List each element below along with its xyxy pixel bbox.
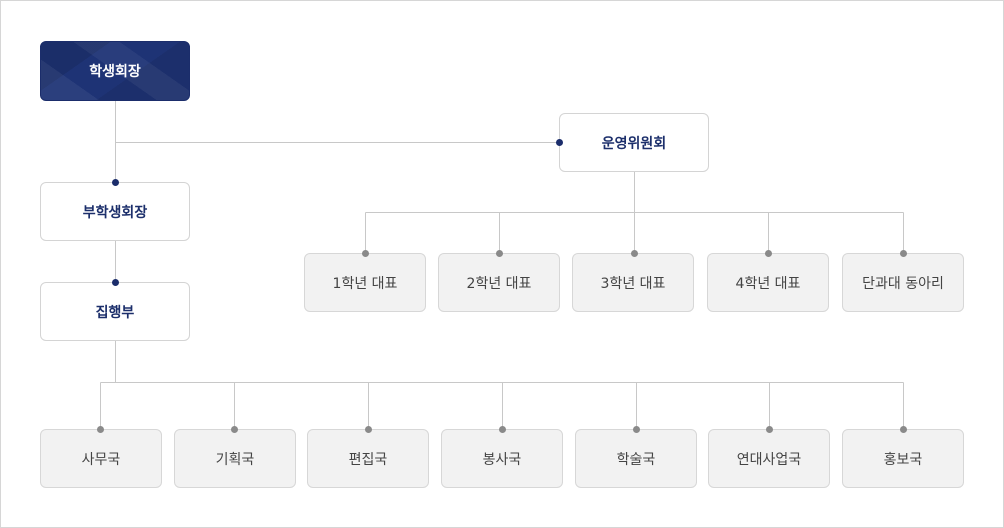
committee-member-label: 4학년 대표 bbox=[735, 275, 801, 292]
vice-president-label: 부학생회장 bbox=[82, 204, 148, 221]
committee-member-box: 2학년 대표 bbox=[438, 253, 560, 312]
committee-member-label: 3학년 대표 bbox=[600, 275, 666, 292]
committee-member-label: 1학년 대표 bbox=[332, 275, 398, 292]
committee-member-label: 2학년 대표 bbox=[466, 275, 532, 292]
president-box: 학생회장 bbox=[40, 41, 190, 101]
bureau-label: 학술국 bbox=[616, 451, 656, 468]
bureau-box: 기획국 bbox=[174, 429, 296, 488]
bureau-label: 연대사업국 bbox=[736, 451, 802, 468]
connector-dot bbox=[900, 426, 907, 433]
connector-dot bbox=[765, 250, 772, 257]
connector-dot bbox=[633, 426, 640, 433]
committee-member-label: 단과대 동아리 bbox=[862, 275, 944, 292]
connector-dot bbox=[496, 250, 503, 257]
connector-dot bbox=[900, 250, 907, 257]
bureau-box: 학술국 bbox=[575, 429, 697, 488]
connector-dot bbox=[556, 139, 563, 146]
committee-member-box: 4학년 대표 bbox=[707, 253, 829, 312]
bureau-box: 홍보국 bbox=[842, 429, 964, 488]
bureau-box: 봉사국 bbox=[441, 429, 563, 488]
connector-dot bbox=[499, 426, 506, 433]
bureau-box: 사무국 bbox=[40, 429, 162, 488]
president-label: 학생회장 bbox=[89, 64, 141, 80]
bureau-box: 연대사업국 bbox=[708, 429, 830, 488]
committee-member-box: 1학년 대표 bbox=[304, 253, 426, 312]
connector-dot bbox=[231, 426, 238, 433]
connector-dot bbox=[766, 426, 773, 433]
connector-dot bbox=[112, 279, 119, 286]
executive-department-box: 집행부 bbox=[40, 282, 190, 341]
committee-member-box: 3학년 대표 bbox=[572, 253, 694, 312]
vice-president-box: 부학생회장 bbox=[40, 182, 190, 241]
bureau-label: 기획국 bbox=[215, 451, 255, 468]
connector-dot bbox=[365, 426, 372, 433]
bureau-label: 편집국 bbox=[348, 451, 388, 468]
bureau-label: 봉사국 bbox=[482, 451, 522, 468]
connector-dot bbox=[362, 250, 369, 257]
committee-member-box: 단과대 동아리 bbox=[842, 253, 964, 312]
connector-dot bbox=[97, 426, 104, 433]
bureau-label: 홍보국 bbox=[883, 451, 923, 468]
connector-dot bbox=[112, 179, 119, 186]
steering-committee-box: 운영위원회 bbox=[559, 113, 709, 172]
bureau-label: 사무국 bbox=[81, 451, 121, 468]
connector-dot bbox=[631, 250, 638, 257]
bureau-box: 편집국 bbox=[307, 429, 429, 488]
executive-department-label: 집행부 bbox=[95, 304, 135, 321]
steering-committee-label: 운영위원회 bbox=[601, 135, 667, 152]
